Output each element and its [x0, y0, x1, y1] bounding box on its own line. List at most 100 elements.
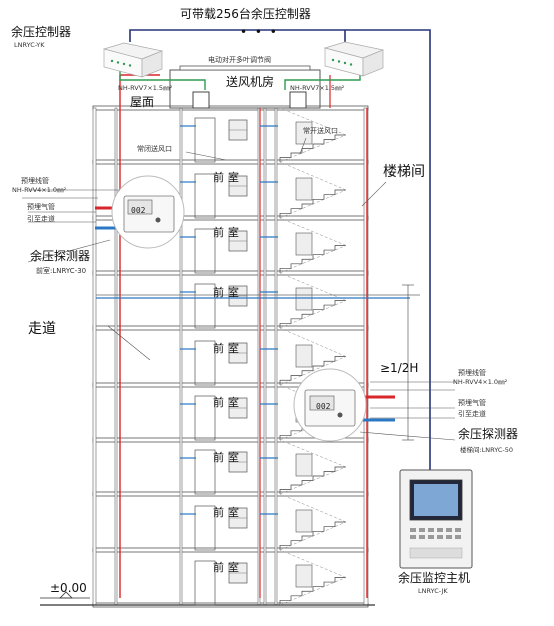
door [194, 560, 216, 606]
controller-right-led [337, 60, 341, 63]
detector-right-display [309, 395, 335, 411]
stair-supply-vent [295, 344, 313, 368]
stairs [279, 107, 347, 606]
floor-slab [92, 159, 369, 165]
detector-left-screen: 002 [131, 206, 146, 215]
host-key [446, 535, 452, 539]
detector-left-button [155, 217, 161, 223]
controller-left-led [128, 64, 132, 67]
controller-right-side [362, 49, 384, 77]
fan-room-label: 送风机房 [226, 75, 275, 89]
host-key [455, 535, 461, 539]
host-key [437, 528, 443, 532]
detector-right-title: 余压探测器 [458, 427, 519, 441]
detector-right-model: 楼梯间:LNRYC-50 [460, 446, 514, 454]
devices [22, 41, 473, 569]
stair-supply-vent [295, 509, 313, 533]
door [194, 505, 216, 551]
stair-dashed-flight [279, 327, 347, 357]
controller-left-side [141, 50, 163, 78]
controller-right-led [343, 61, 347, 65]
controller-left-title: 余压控制器 [11, 25, 72, 39]
door [194, 173, 216, 219]
leader-line [27, 239, 111, 263]
leader-line [299, 137, 307, 155]
stair-supply-vent [295, 564, 313, 588]
floor-slab [92, 547, 369, 553]
stair-dashed-flight [279, 245, 347, 274]
top-title: 可带载256台余压控制器 [180, 7, 311, 21]
leader-line [361, 181, 387, 207]
building-structure [40, 65, 375, 608]
detector-right-button [337, 412, 343, 418]
detector-right-cable1: 预埋线管 [458, 369, 486, 377]
stair-dashed-flight [279, 439, 347, 468]
host-key [455, 528, 461, 532]
detector-right-screen: 002 [316, 402, 331, 411]
controller-right-led [331, 58, 335, 62]
height-note: ≥1/2H [380, 361, 419, 375]
ground-level-label: ±0.00 [50, 581, 87, 595]
door [194, 117, 216, 163]
anteroom-label: 前室 [213, 451, 243, 464]
stair-dashed-flight [279, 300, 347, 329]
host-key [410, 528, 416, 532]
detector-right-pipe2: 引至走道 [458, 410, 486, 418]
controller-left-led [116, 61, 120, 64]
stair-dashed-flight [279, 549, 347, 578]
corridor-label: 走道 [28, 321, 56, 337]
stair-supply-vent [295, 232, 313, 256]
anteroom-label: 前室 [213, 396, 243, 409]
fan-room-roof [179, 65, 311, 71]
detector-left-cable2: NH-RVV4×1.0㎜² [12, 186, 67, 194]
door [194, 395, 216, 441]
host-key [410, 535, 416, 539]
door [194, 228, 216, 274]
door [194, 283, 216, 329]
leader-line [185, 151, 227, 161]
leader-line [359, 431, 456, 441]
door [194, 449, 216, 495]
stair-dashed-flight [279, 217, 347, 246]
controller-left-led [110, 59, 114, 63]
detector-right-cable2: NH-RVV4×1.0㎜² [453, 378, 508, 386]
host-screen-display [414, 484, 458, 516]
anteroom-label: 前室 [213, 171, 243, 184]
detector-left-display [127, 199, 153, 215]
valve-right [289, 91, 307, 109]
host-key [419, 535, 425, 539]
anteroom-label: 前室 [213, 561, 243, 574]
stair-dashed-flight [279, 134, 347, 163]
stair-dashed-flight [279, 577, 347, 606]
controller-right-led [349, 63, 353, 66]
green-cable-left [119, 70, 206, 90]
host-key [428, 528, 434, 532]
host-title: 余压监控主机 [398, 571, 471, 585]
stair-dashed-flight [279, 161, 347, 191]
floor-slab [92, 270, 369, 276]
door [194, 340, 216, 386]
cable-right-label: NH-RVV7×1.5㎜² [290, 84, 345, 92]
supply-open-label: 常开送风口 [303, 127, 338, 135]
anteroom-label: 前室 [213, 506, 243, 519]
detector-left-cable1: 预埋线管 [21, 177, 49, 185]
wall [92, 107, 97, 606]
detector-right-pipe1: 预埋气管 [458, 399, 486, 407]
host-key [437, 535, 443, 539]
stair-dashed-flight [279, 189, 347, 219]
stair-dashed-flight [279, 107, 347, 136]
detector-left-pipe1: 预埋气管 [27, 203, 55, 211]
anteroom-label: 前室 [213, 342, 243, 355]
wall [114, 107, 118, 606]
valve-note: 电动对开多叶调节阀 [208, 56, 271, 64]
wiring [95, 29, 431, 598]
stair-dashed-flight [279, 521, 347, 551]
navy-bus [129, 29, 431, 470]
anteroom-label: 前室 [213, 226, 243, 239]
stairwell-label: 楼梯间 [383, 164, 425, 180]
supply-closed-label: 常闭送风口 [137, 145, 172, 153]
host-key [428, 535, 434, 539]
detector-left-model: 前室:LNRYC-30 [36, 267, 87, 275]
stair-dashed-flight [279, 272, 347, 301]
